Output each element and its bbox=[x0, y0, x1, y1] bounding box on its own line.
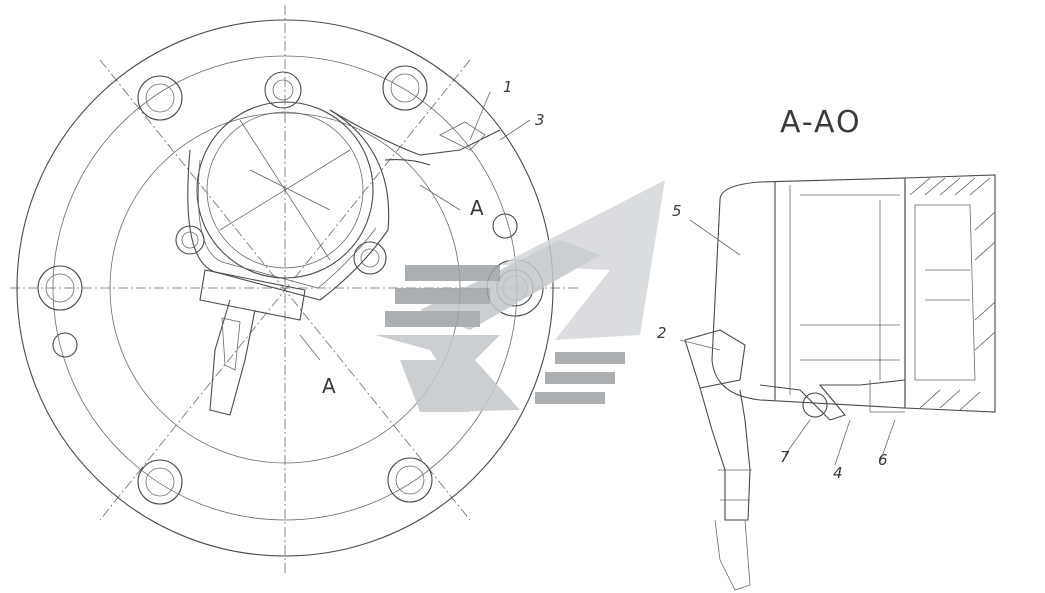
callout-2: 2 bbox=[657, 324, 667, 342]
section-a-ao-view bbox=[679, 174, 996, 591]
hatch-section bbox=[909, 177, 996, 411]
callout-5: 5 bbox=[672, 202, 682, 220]
callout-7: 7 bbox=[780, 448, 790, 466]
watermark-logo bbox=[375, 180, 665, 412]
view-mark-a-right: A bbox=[470, 196, 484, 220]
callout-3: 3 bbox=[535, 111, 545, 129]
callout-1: 1 bbox=[503, 78, 513, 96]
callout-4: 4 bbox=[833, 464, 843, 482]
callout-6: 6 bbox=[878, 451, 888, 469]
section-title: A-AO bbox=[780, 105, 862, 140]
view-mark-a-bottom: A bbox=[322, 374, 336, 398]
